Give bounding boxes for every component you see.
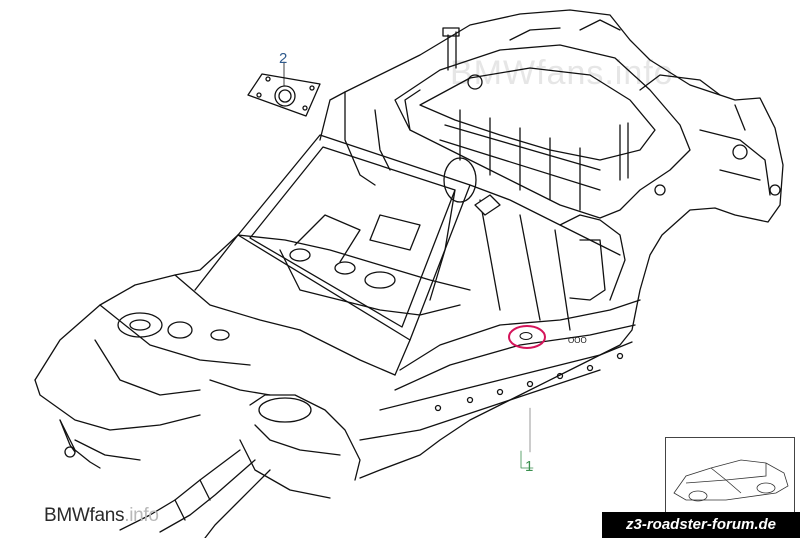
body-outline: OOO	[34, 9, 784, 538]
watermark-site: fans	[89, 505, 125, 526]
part-2-gasket	[247, 61, 321, 117]
car-thumbnail-frame	[665, 437, 795, 517]
watermark-suffix: .info	[124, 505, 159, 526]
forum-banner: z3-roadster-forum.de	[602, 512, 800, 538]
bmwfans-watermark: BMWfans.info	[44, 505, 159, 527]
watermark-brand: BMW	[44, 505, 90, 526]
callout-part-2: 2	[279, 50, 288, 67]
svg-text:OOO: OOO	[568, 336, 587, 345]
background-watermark: BMWfans.info	[450, 54, 674, 92]
callout-part-1: 1	[525, 458, 534, 475]
highlight-circle	[508, 325, 546, 349]
car-thumbnail-icon	[673, 459, 789, 502]
